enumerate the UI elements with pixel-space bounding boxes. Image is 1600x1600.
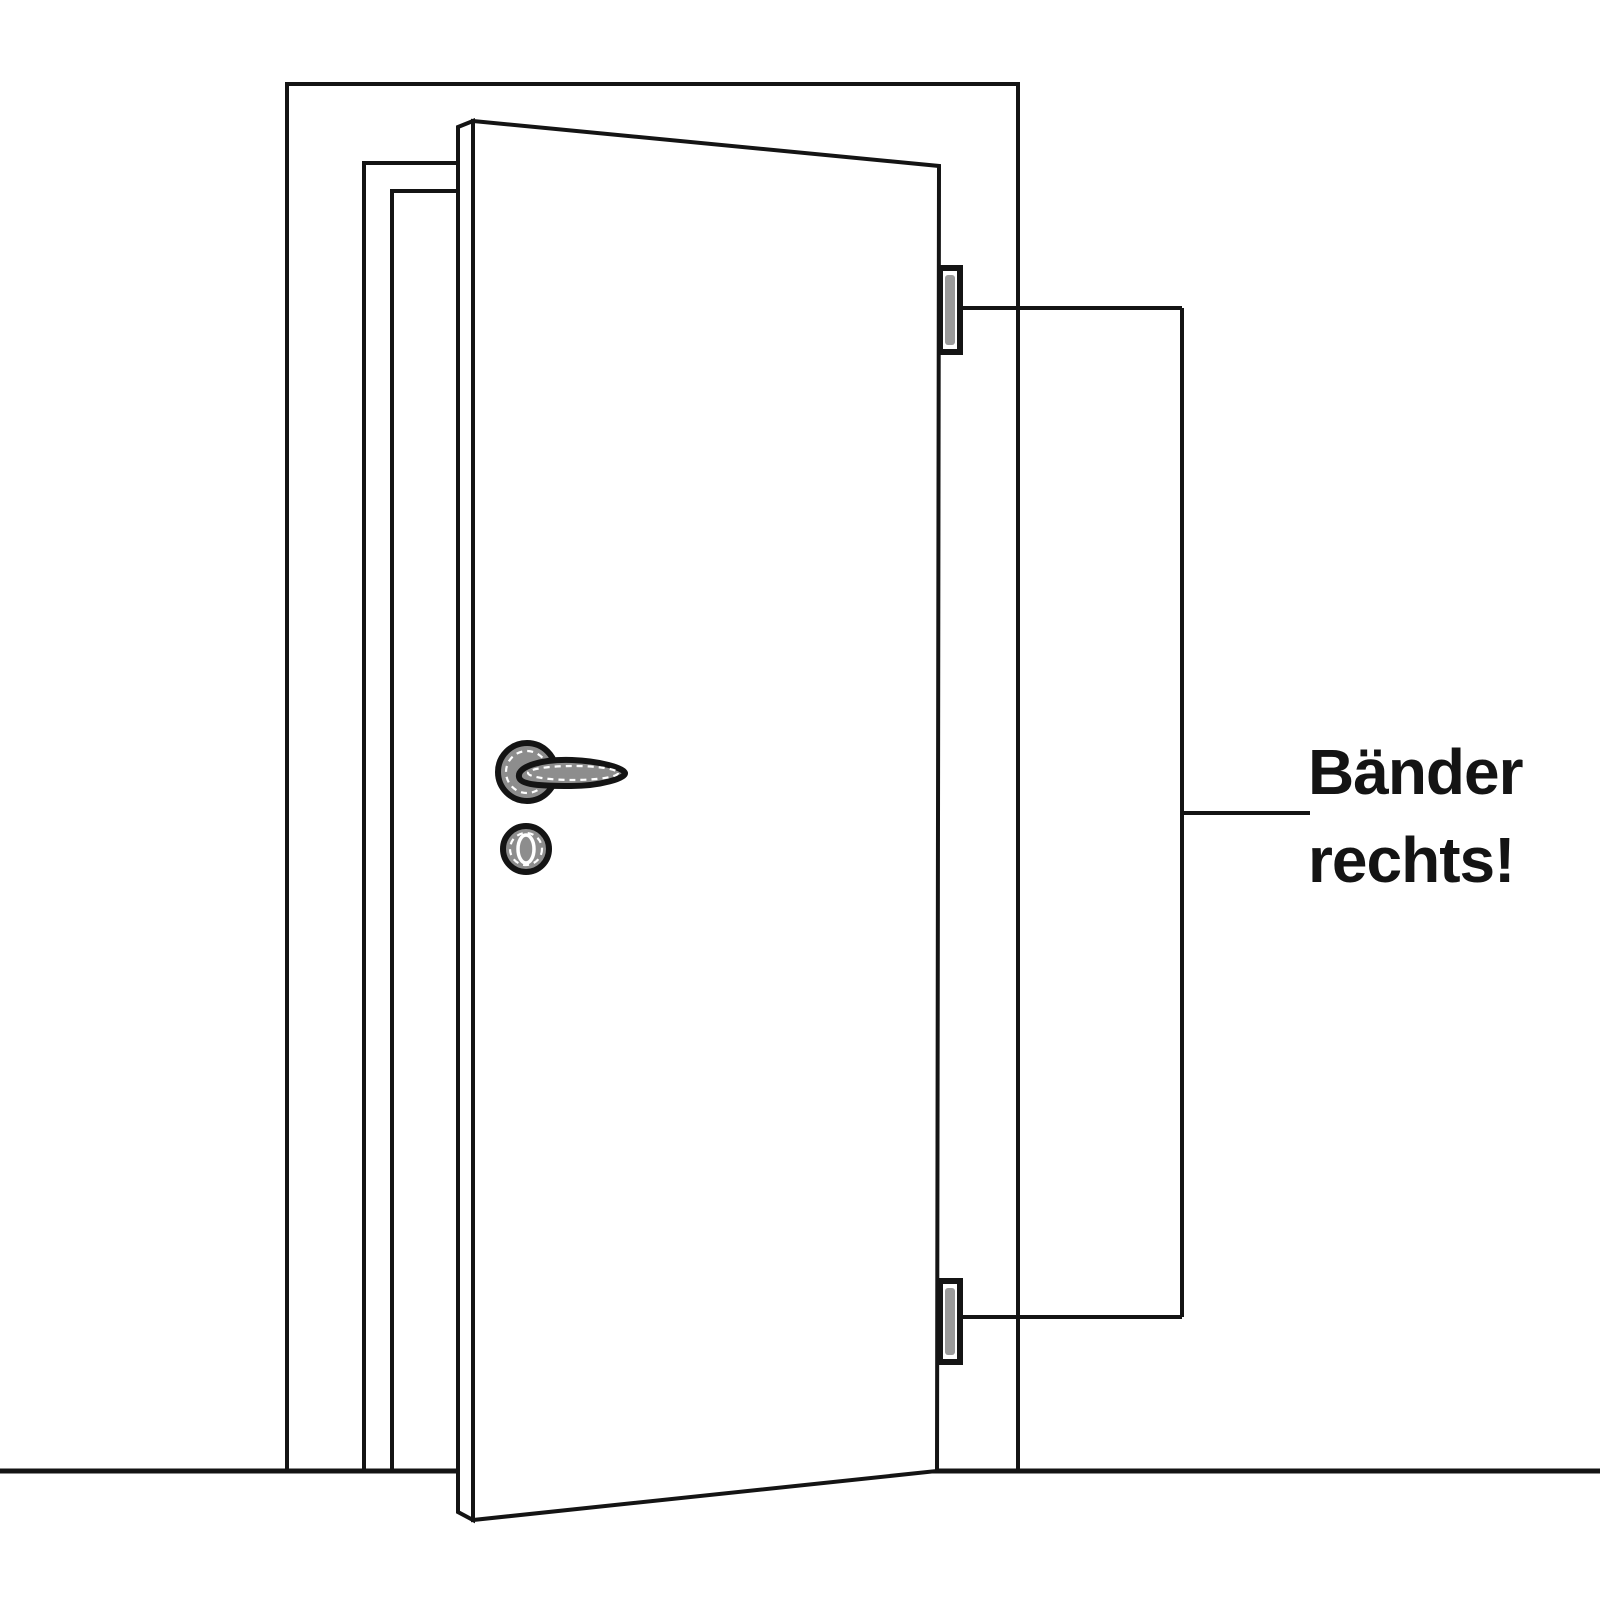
door-frame-outer: [362, 161, 457, 1471]
hinge-callout-lines: [960, 306, 1310, 1319]
hinge-top-barrel: [945, 275, 955, 345]
door-edge: [456, 118, 475, 1524]
hinge-top-icon: [937, 265, 963, 355]
door-leaf: [471, 118, 942, 1523]
door-handle-icon: [495, 740, 628, 804]
hinge-bottom-barrel: [945, 1288, 955, 1355]
door-frame-inner: [390, 189, 457, 1471]
label-baender-rechts: Bänder rechts!: [1308, 736, 1524, 896]
wall-outline: [285, 82, 1020, 1471]
keyhole-rosette-highlight: [508, 831, 544, 867]
handle-lever-highlight: [526, 764, 620, 782]
handle-lever: [516, 756, 628, 790]
label-line-1: Bänder: [1308, 736, 1523, 808]
label-line-2: rechts!: [1308, 824, 1514, 896]
hinge-bottom-icon: [937, 1278, 963, 1365]
keyhole-slot: [516, 833, 536, 865]
keyhole-icon: [500, 823, 552, 875]
